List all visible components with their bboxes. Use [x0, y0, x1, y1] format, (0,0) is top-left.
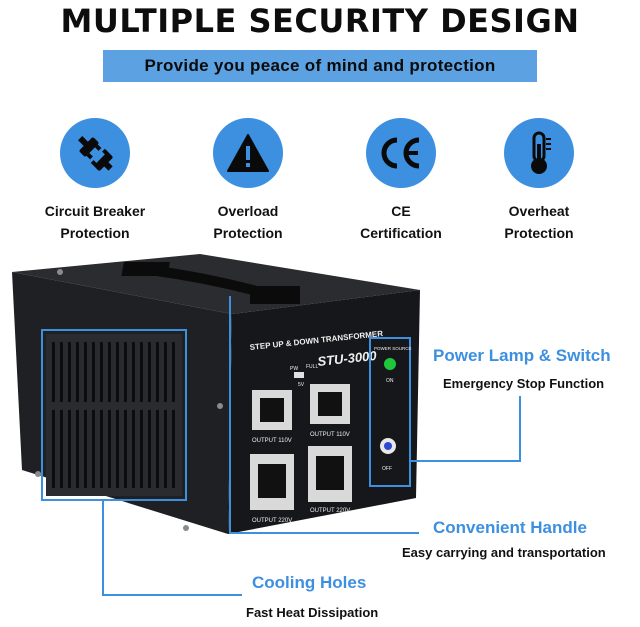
cooling-callout-title: Cooling Holes	[252, 573, 367, 592]
cooling-callout-line	[102, 594, 242, 596]
subtitle-text: Provide you peace of mind and protection	[144, 56, 496, 75]
thermometer-icon	[504, 118, 574, 188]
usb-port-icon	[294, 372, 304, 378]
pw-label: PW	[290, 366, 298, 372]
feature-circuit-breaker: Circuit Breaker Protection	[30, 118, 160, 244]
power-source-label: POWER SOURCE	[374, 346, 412, 351]
outlet-220-right	[308, 446, 352, 502]
warning-icon	[213, 118, 283, 188]
power-callout-line	[410, 460, 520, 462]
output-110-label-2: OUTPUT 110V	[310, 432, 350, 438]
handle-icon	[121, 262, 300, 304]
transformer-illustration: STEP UP & DOWN TRANSFORMER STU-3000 PW F…	[12, 254, 420, 534]
outlet-220-left	[250, 454, 294, 510]
power-callout-title: Power Lamp & Switch	[433, 346, 611, 365]
model-label: STU-3000	[317, 348, 378, 369]
cooling-callout-line-v	[102, 500, 104, 596]
handle-callout-line-v	[229, 296, 231, 534]
usb-label: 5V	[298, 382, 305, 388]
feature-label: Overheat Protection	[504, 203, 574, 241]
page-title: MULTIPLE SECURITY DESIGN	[60, 2, 580, 40]
output-220-label: OUTPUT 220V	[252, 518, 292, 524]
feature-label: Overload Protection	[213, 203, 283, 241]
cooling-vents	[41, 329, 187, 501]
power-callout-line-v	[519, 396, 521, 462]
power-callout-sub: Emergency Stop Function	[443, 376, 605, 391]
handle-callout-title: Convenient Handle	[433, 518, 587, 537]
feature-overload: Overload Protection	[183, 118, 313, 244]
off-label: OFF	[382, 466, 392, 472]
handle-callout-sub: Easy carrying and transportation	[402, 545, 606, 560]
output-110-label: OUTPUT 110V	[252, 438, 292, 444]
output-220-label-2: OUTPUT 220V	[310, 508, 350, 514]
cooling-callout-sub: Fast Heat Dissipation	[246, 605, 379, 620]
feature-overheat: Overheat Protection	[474, 118, 604, 244]
handle-callout-line	[229, 532, 419, 534]
feature-label: Circuit Breaker Protection	[44, 203, 146, 241]
feature-ce: CE Certification	[336, 118, 466, 244]
plug-icon	[60, 118, 130, 188]
on-label: ON	[386, 378, 394, 384]
power-panel-frame	[369, 337, 411, 487]
subtitle-banner: Provide you peace of mind and protection	[103, 50, 537, 82]
full-label: FULL	[306, 364, 318, 370]
feature-label: CE Certification	[360, 203, 442, 241]
outlet-110-left	[252, 390, 292, 430]
outlet-110-right	[310, 384, 350, 424]
power-lamp-icon	[384, 358, 396, 370]
ce-mark-icon	[366, 118, 436, 188]
